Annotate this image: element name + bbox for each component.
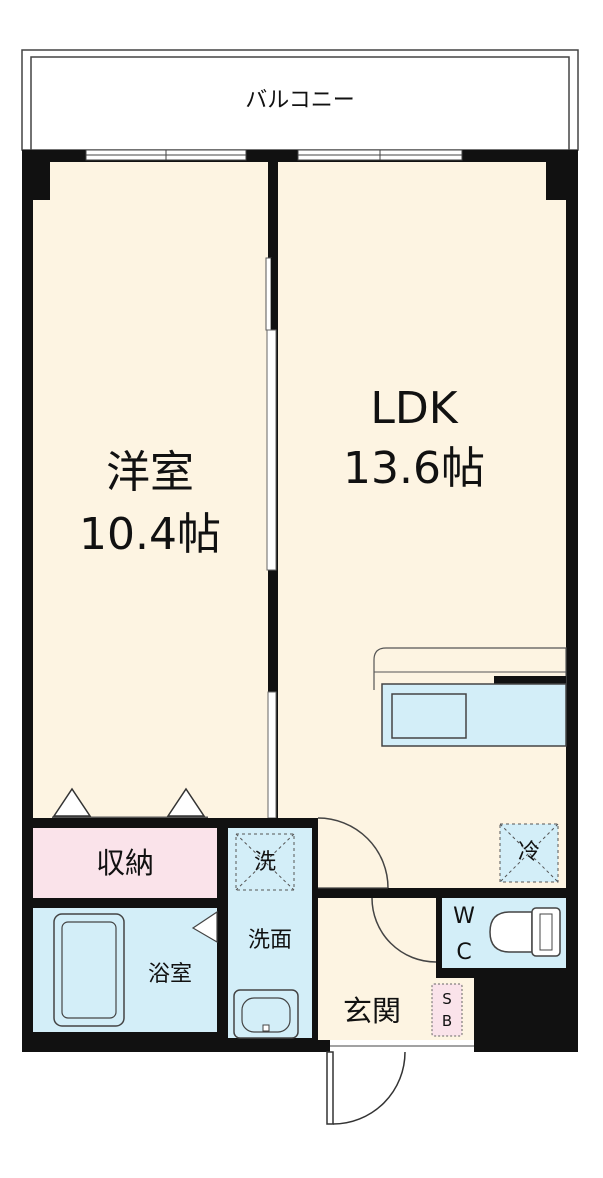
wall-storage-right: [217, 818, 228, 1052]
shoe-box-label-b: B: [441, 1012, 453, 1030]
toilet-door-swing: [371, 897, 437, 963]
hall-floor: [318, 898, 436, 978]
wall-wash-right: [312, 818, 318, 890]
toilet-label-w: W: [453, 904, 475, 929]
wash-basin: [233, 989, 299, 1039]
bathroom-label: 浴室: [147, 962, 192, 987]
ldk-size: 13.6帖: [343, 443, 485, 494]
column-nw: [22, 150, 50, 200]
shoe-box-label-s: S: [442, 990, 452, 1008]
wall-wash-entr: [312, 970, 318, 1040]
partition-stub: [271, 258, 276, 333]
ldk-name: LDK: [370, 383, 458, 434]
storage-label: 収納: [95, 846, 154, 880]
fridge-label: 冷: [517, 840, 540, 865]
bathtub: [53, 913, 125, 1027]
kitchen-sink: [391, 693, 467, 739]
closet-door-right: [166, 787, 206, 817]
entrance-label: 玄関: [342, 994, 401, 1028]
sliding-door-2: [266, 329, 277, 571]
closet-door-left: [52, 787, 92, 817]
sliding-door-1: [265, 257, 272, 331]
wall-toilet-top: [436, 888, 578, 898]
wall-entrance-bottom: [228, 1040, 318, 1052]
western-room-name: 洋室: [106, 447, 194, 498]
washroom-door: [191, 910, 218, 944]
wall-entrance-right: [474, 978, 578, 1052]
sliding-door-3: [267, 691, 277, 819]
washroom-label: 洗面: [247, 928, 292, 953]
column-ne: [546, 150, 578, 200]
wall-storage-top: [22, 818, 218, 828]
wall-toilet-bottom: [436, 968, 578, 978]
balcony-label: バルコニー: [245, 88, 355, 113]
kitchen-wall-stub: [494, 676, 566, 684]
ldk-door-swing: [317, 817, 389, 889]
partition-wall-mid: [268, 572, 276, 692]
partition-wall: [268, 162, 276, 258]
entrance-door: [326, 1051, 334, 1125]
wall-bath-bottom: [22, 1032, 228, 1052]
entrance-door-swing: [332, 1051, 406, 1125]
washer-label: 洗: [253, 850, 276, 875]
wall-hall-top: [318, 888, 436, 898]
toilet-label-c: C: [456, 940, 472, 965]
western-room-floor: [33, 162, 268, 818]
storage-floor: [33, 828, 217, 898]
shoe-box: [431, 983, 463, 1037]
wall-toilet-left: [436, 888, 442, 968]
toilet-bowl: [489, 911, 533, 953]
wall-storage-bottom: [22, 898, 218, 908]
ldk-floor: [278, 162, 566, 888]
western-room-size: 10.4帖: [79, 509, 221, 560]
wall-wash-top: [217, 818, 317, 828]
balcony-inner: [30, 56, 570, 151]
